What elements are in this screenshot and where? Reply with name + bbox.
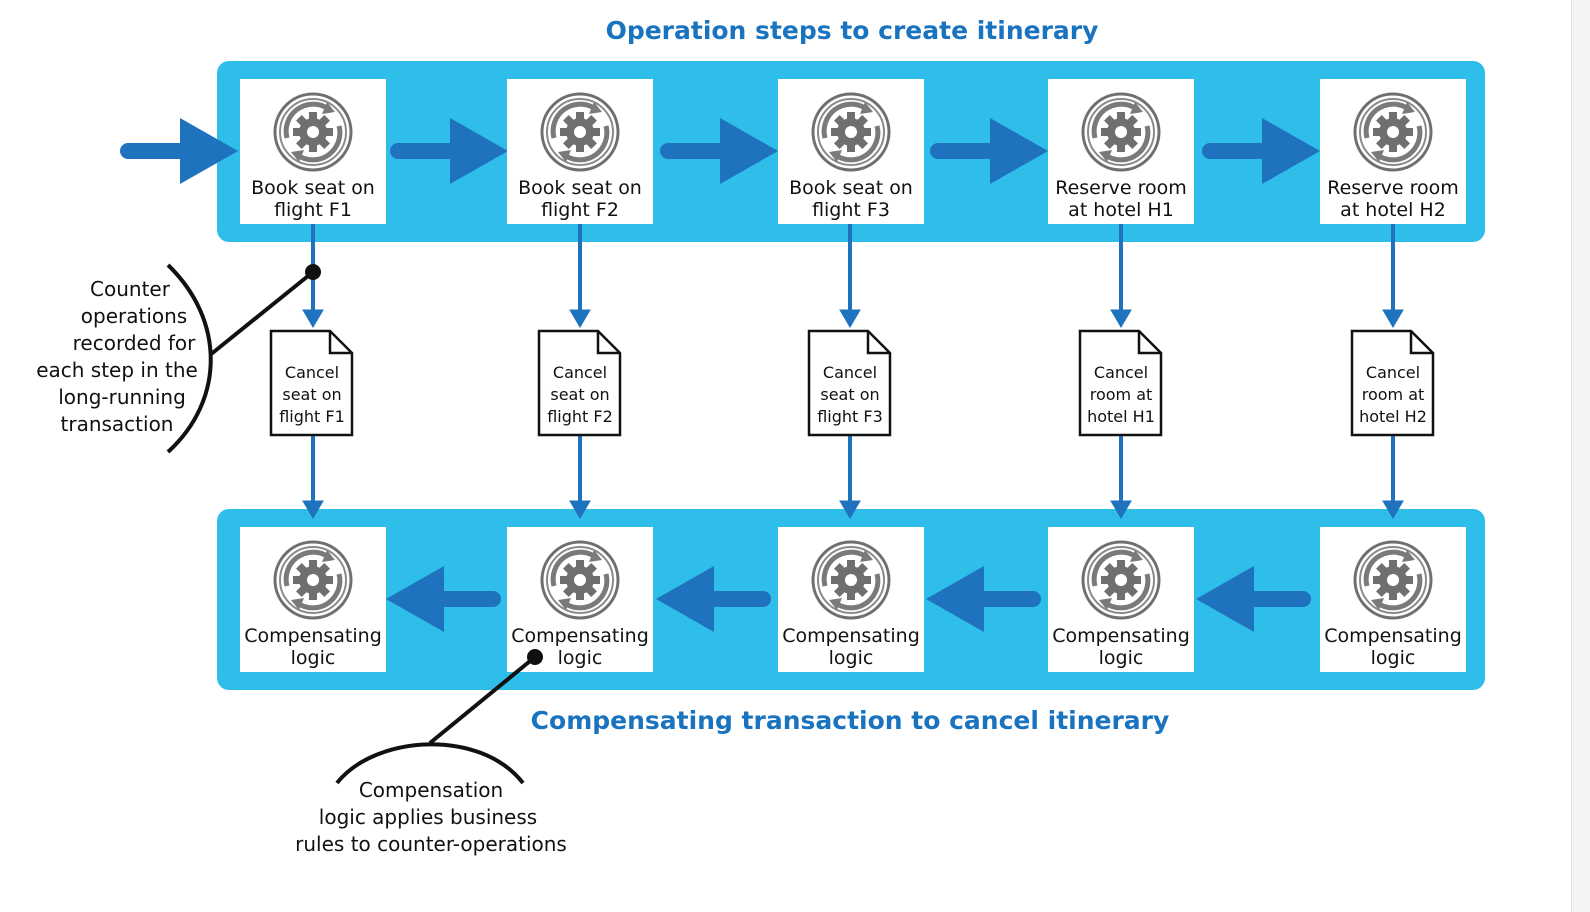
scrollbar[interactable] <box>1571 0 1590 912</box>
compensation-label: Compensating <box>511 625 649 647</box>
operation-label: flight F2 <box>541 199 619 221</box>
compensation-step: Compensating logic <box>507 527 653 672</box>
annotation-line: transaction <box>61 412 174 436</box>
operation-label: Book seat on <box>518 177 642 199</box>
backward-arrow-icon <box>656 566 771 632</box>
gear-icon <box>1355 94 1431 170</box>
gear-icon <box>542 542 618 618</box>
counter-operation-document: Cancel seat on flight F3 <box>807 329 892 437</box>
operation-label: Book seat on <box>251 177 375 199</box>
counter-operation-document: Cancel room at hotel H2 <box>1350 329 1435 437</box>
entry-arrow-icon <box>120 118 238 184</box>
compensation-label: logic <box>558 647 603 669</box>
operation-label: flight F3 <box>812 199 890 221</box>
document-icon <box>537 329 622 437</box>
counter-operations-annotation: Counter operations recorded for each ste… <box>36 263 321 454</box>
compensation-step: Compensating logic <box>1048 527 1194 672</box>
operation-label: Reserve room <box>1327 177 1459 199</box>
counter-label: room at <box>1362 385 1425 404</box>
document-icon <box>807 329 892 437</box>
operation-step: Book seat on flight F1 <box>240 79 386 224</box>
counter-label: Cancel <box>1366 363 1420 382</box>
operation-step: Book seat on flight F3 <box>778 79 924 224</box>
operation-label: flight F1 <box>274 199 352 221</box>
compensation-label: Compensating <box>1324 625 1462 647</box>
gear-icon <box>1083 542 1159 618</box>
counter-label: seat on <box>550 385 609 404</box>
gear-icon <box>542 94 618 170</box>
gear-icon <box>813 542 889 618</box>
document-icon <box>1350 329 1435 437</box>
compensation-label: Compensating <box>244 625 382 647</box>
counter-operation-document: Cancel seat on flight F2 <box>537 329 622 437</box>
compensation-label: logic <box>1099 647 1144 669</box>
gear-icon <box>1355 542 1431 618</box>
counter-label: Cancel <box>1094 363 1148 382</box>
operation-label: Book seat on <box>789 177 913 199</box>
gear-icon <box>813 94 889 170</box>
counter-label: Cancel <box>823 363 877 382</box>
annotation-line: Compensation <box>359 778 503 802</box>
counter-label: seat on <box>820 385 879 404</box>
counter-operation-document: Cancel room at hotel H1 <box>1078 329 1163 437</box>
forward-arrow-icon <box>660 118 778 184</box>
gear-icon <box>1083 94 1159 170</box>
annotation-line: recorded for <box>73 331 197 355</box>
forward-arrow-icon <box>930 118 1048 184</box>
annotation-line: each step in the <box>36 358 198 382</box>
annotation-line: long-running <box>58 385 186 409</box>
gear-icon <box>275 542 351 618</box>
compensation-step: Compensating logic <box>240 527 386 672</box>
compensation-label: logic <box>291 647 336 669</box>
backward-arrow-icon <box>1196 566 1311 632</box>
pointer-dot <box>305 264 321 280</box>
bottom-title: Compensating transaction to cancel itine… <box>531 706 1170 735</box>
counter-label: Cancel <box>285 363 339 382</box>
counter-label: seat on <box>282 385 341 404</box>
top-title: Operation steps to create itinerary <box>606 16 1099 45</box>
compensation-step: Compensating logic <box>1320 527 1466 672</box>
operation-step: Reserve room at hotel H1 <box>1048 79 1194 224</box>
counter-label: flight F2 <box>547 407 613 426</box>
down-arrow-icon <box>302 436 1404 519</box>
counter-label: hotel H2 <box>1359 407 1427 426</box>
operation-step: Reserve room at hotel H2 <box>1320 79 1466 224</box>
counter-label: flight F3 <box>817 407 883 426</box>
annotation-line: rules to counter-operations <box>295 832 567 856</box>
document-icon <box>269 329 354 437</box>
compensation-label: logic <box>1371 647 1416 669</box>
document-icon <box>1078 329 1163 437</box>
forward-arrow-icon <box>390 118 508 184</box>
compensation-label: Compensating <box>1052 625 1190 647</box>
pointer-dot <box>527 649 543 665</box>
compensation-label: Compensating <box>782 625 920 647</box>
annotation-line: operations <box>81 304 187 328</box>
operation-step: Book seat on flight F2 <box>507 79 653 224</box>
annotation-line: logic applies business <box>319 805 537 829</box>
backward-arrow-icon <box>926 566 1041 632</box>
operation-label: at hotel H1 <box>1068 199 1174 221</box>
compensation-label: logic <box>829 647 874 669</box>
compensation-step: Compensating logic <box>778 527 924 672</box>
operation-label: at hotel H2 <box>1340 199 1446 221</box>
counter-label: Cancel <box>553 363 607 382</box>
backward-arrow-icon <box>386 566 501 632</box>
counter-label: flight F1 <box>279 407 345 426</box>
counter-operation-document: Cancel seat on flight F1 <box>269 329 354 437</box>
counter-label: hotel H1 <box>1087 407 1155 426</box>
counter-label: room at <box>1090 385 1153 404</box>
compensation-annotation: Compensation logic applies business rule… <box>295 649 567 856</box>
annotation-line: Counter <box>90 277 171 301</box>
forward-arrow-icon <box>1202 118 1320 184</box>
operation-label: Reserve room <box>1055 177 1187 199</box>
gear-icon <box>275 94 351 170</box>
